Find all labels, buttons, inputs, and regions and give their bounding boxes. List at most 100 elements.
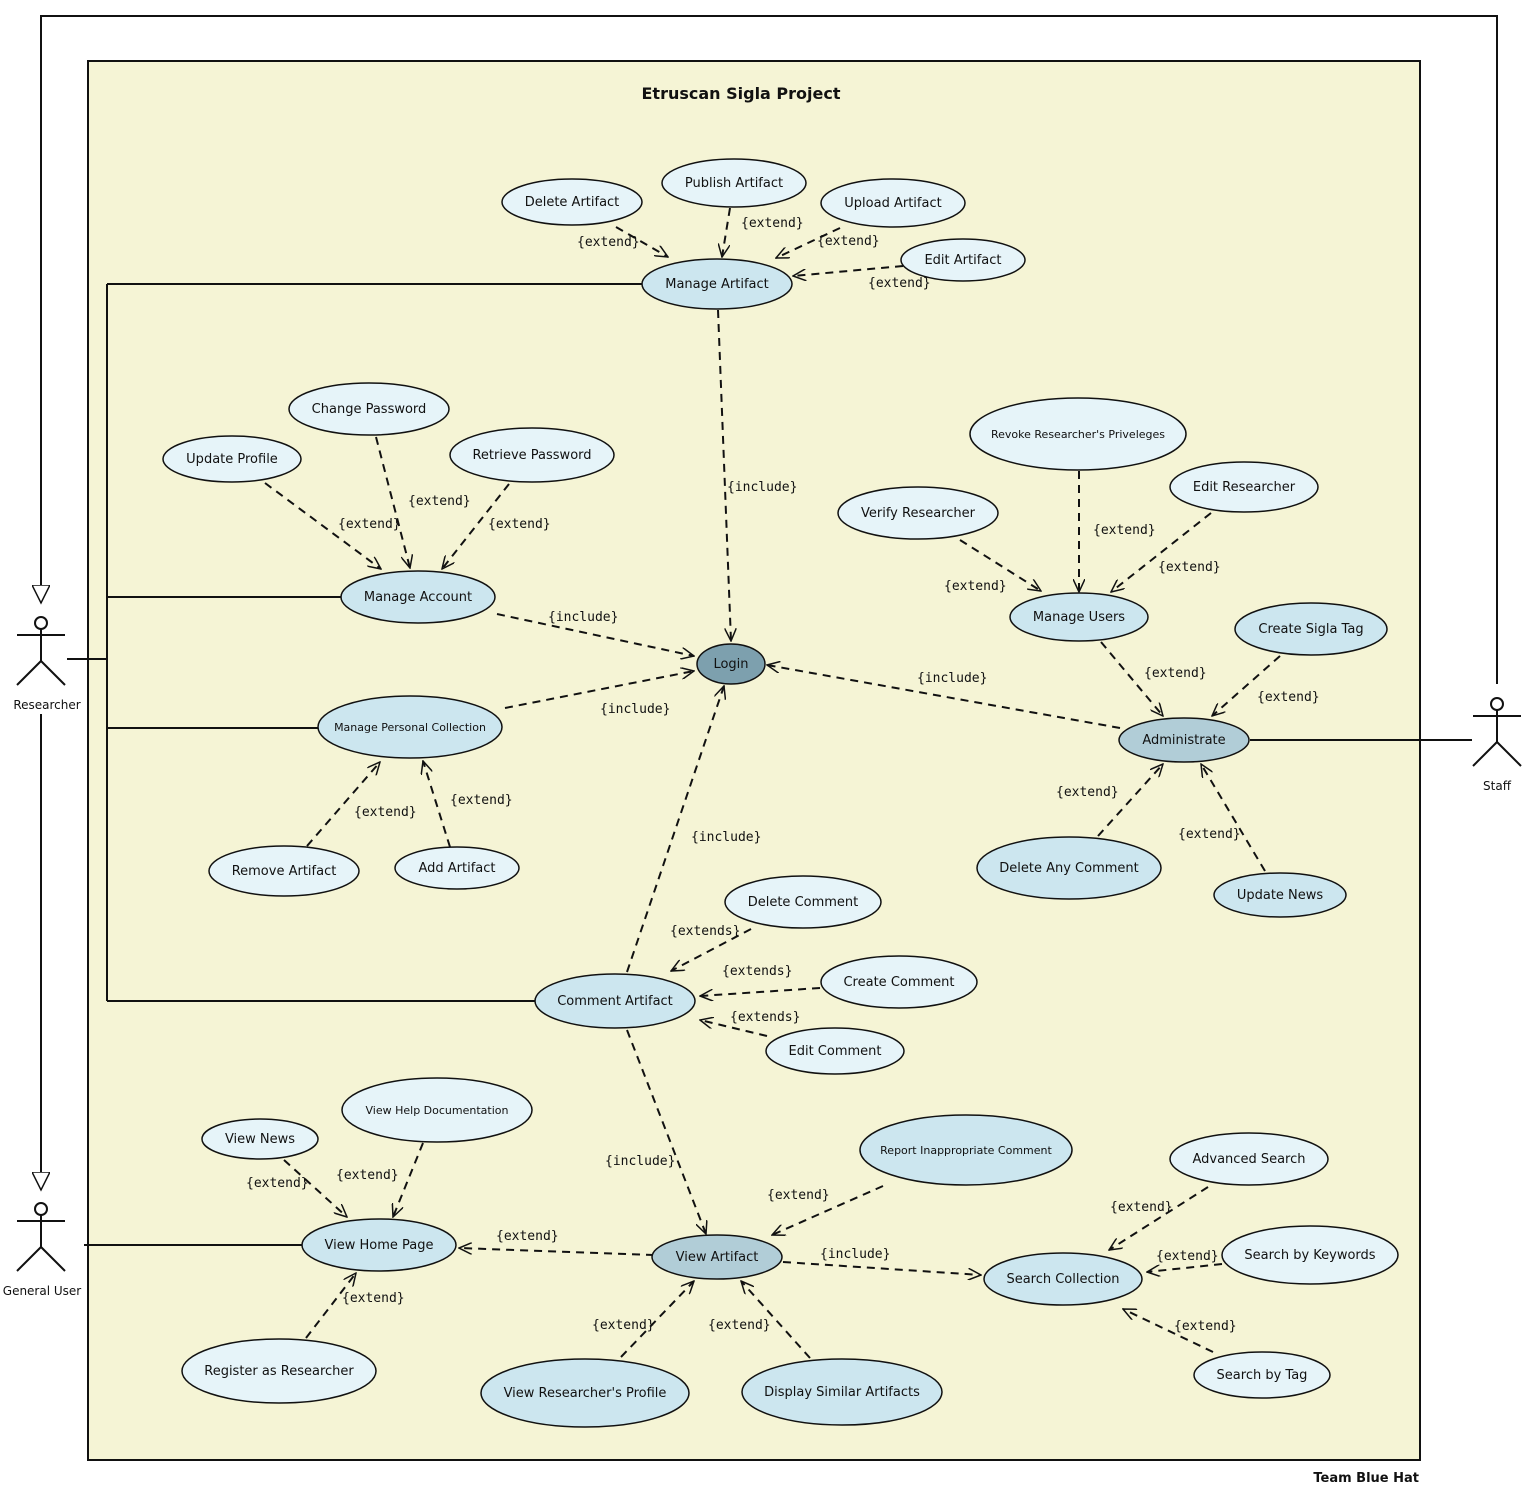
label-extend: {extend} — [577, 235, 640, 250]
actor-general-user-label: General User — [3, 1284, 82, 1298]
uc-search-collection-label: Search Collection — [1006, 1272, 1119, 1287]
uc-create-comment[interactable]: Create Comment — [820, 955, 978, 1009]
actor-leg-right — [40, 1246, 66, 1272]
uc-create-sigla-tag[interactable]: Create Sigla Tag — [1234, 602, 1388, 656]
actor-leg-left — [1472, 741, 1498, 767]
uc-manage-artifact[interactable]: Manage Artifact — [641, 258, 793, 310]
uc-edit-artifact[interactable]: Edit Artifact — [900, 238, 1026, 282]
uc-delete-artifact[interactable]: Delete Artifact — [501, 178, 643, 226]
dep-advanced-search — [1109, 1186, 1209, 1250]
actor-staff[interactable]: Staff — [1472, 697, 1522, 793]
uc-login-label: Login — [713, 657, 748, 672]
label-extends: {extends} — [722, 964, 792, 979]
uc-upload-artifact-label: Upload Artifact — [844, 196, 941, 211]
uc-search-keywords[interactable]: Search by Keywords — [1221, 1225, 1399, 1285]
uc-edit-comment-label: Edit Comment — [789, 1044, 882, 1059]
dep-view-news — [283, 1159, 347, 1217]
actor-staff-label: Staff — [1483, 779, 1512, 793]
uc-add-artifact[interactable]: Add Artifact — [394, 846, 520, 890]
uc-comment-artifact[interactable]: Comment Artifact — [534, 973, 696, 1029]
uc-view-news[interactable]: View News — [201, 1118, 319, 1160]
dep-administrate-login — [767, 665, 1121, 729]
uc-edit-researcher[interactable]: Edit Researcher — [1169, 461, 1319, 513]
uc-manage-account-label: Manage Account — [364, 590, 472, 605]
label-extend: {extend} — [767, 1188, 830, 1203]
uc-manage-account[interactable]: Manage Account — [340, 570, 496, 624]
uc-create-comment-label: Create Comment — [843, 975, 954, 990]
dep-delete-comment — [671, 928, 752, 972]
dep-update-news — [1201, 764, 1266, 872]
uc-change-password-label: Change Password — [312, 402, 427, 417]
dep-upload-artifact — [776, 227, 841, 259]
label-extend: {extend} — [708, 1318, 771, 1333]
dep-retrieve-password — [442, 483, 510, 569]
uc-revoke-privileges[interactable]: Revoke Researcher's Priveleges — [969, 397, 1187, 471]
actor-leg-right — [40, 660, 66, 686]
uc-view-help[interactable]: View Help Documentation — [341, 1077, 533, 1143]
label-extend: {extend} — [592, 1318, 655, 1333]
uc-view-artifact-label: View Artifact — [676, 1250, 759, 1265]
footer-team: Team Blue Hat — [1313, 1471, 1419, 1485]
uc-update-profile[interactable]: Update Profile — [162, 435, 302, 483]
dep-view-artifact-search — [782, 1261, 981, 1275]
label-extends: {extends} — [670, 924, 740, 939]
label-extend: {extend} — [944, 579, 1007, 594]
uc-manage-users[interactable]: Manage Users — [1009, 592, 1149, 642]
uc-search-collection[interactable]: Search Collection — [983, 1252, 1143, 1306]
uc-register-researcher-label: Register as Researcher — [204, 1364, 354, 1379]
uc-update-news[interactable]: Update News — [1213, 872, 1347, 918]
label-extend: {extend} — [354, 805, 417, 820]
dep-create-comment — [700, 987, 821, 996]
label-extend: {extend} — [408, 494, 471, 509]
uc-upload-artifact[interactable]: Upload Artifact — [820, 178, 966, 228]
dep-manage-users-admin — [1100, 641, 1163, 716]
label-extend: {extend} — [246, 1176, 309, 1191]
dep-edit-researcher — [1111, 512, 1212, 592]
label-extend: {extend} — [450, 793, 513, 808]
dep-report-comment — [772, 1185, 884, 1235]
uc-view-researcher-profile-label: View Researcher's Profile — [504, 1386, 667, 1401]
uc-retrieve-password[interactable]: Retrieve Password — [449, 427, 615, 483]
uc-delete-any-comment[interactable]: Delete Any Comment — [976, 836, 1162, 900]
uc-search-tag[interactable]: Search by Tag — [1193, 1351, 1331, 1399]
uc-view-artifact[interactable]: View Artifact — [651, 1234, 783, 1280]
actor-leg-right — [1496, 741, 1522, 767]
uc-edit-researcher-label: Edit Researcher — [1193, 480, 1296, 495]
uc-edit-comment[interactable]: Edit Comment — [765, 1027, 905, 1075]
uc-register-researcher[interactable]: Register as Researcher — [181, 1338, 377, 1404]
uc-login[interactable]: Login — [696, 643, 766, 685]
actor-head — [1490, 697, 1504, 711]
uc-update-profile-label: Update Profile — [186, 452, 278, 467]
uc-manage-personal-collection[interactable]: Manage Personal Collection — [317, 695, 503, 759]
uc-view-news-label: View News — [225, 1132, 295, 1147]
uc-delete-comment-label: Delete Comment — [748, 895, 859, 910]
uc-delete-comment[interactable]: Delete Comment — [724, 875, 882, 929]
uc-retrieve-password-label: Retrieve Password — [472, 448, 591, 463]
uc-verify-researcher[interactable]: Verify Researcher — [837, 486, 999, 540]
uc-view-researcher-profile[interactable]: View Researcher's Profile — [480, 1358, 690, 1428]
dep-search-tag — [1123, 1308, 1214, 1353]
uc-advanced-search[interactable]: Advanced Search — [1169, 1132, 1329, 1186]
uc-report-comment[interactable]: Report Inappropriate Comment — [859, 1114, 1073, 1186]
uc-administrate[interactable]: Administrate — [1118, 717, 1250, 763]
uc-view-home-page[interactable]: View Home Page — [301, 1218, 457, 1272]
uc-publish-artifact[interactable]: Publish Artifact — [661, 158, 807, 208]
uc-publish-artifact-label: Publish Artifact — [685, 176, 783, 191]
uc-view-help-label: View Help Documentation — [366, 1104, 509, 1117]
relation-labels: {extend} {extend} {extend} {extend} {inc… — [246, 216, 1320, 1334]
actor-researcher[interactable]: Researcher — [13, 616, 81, 712]
uc-report-comment-label: Report Inappropriate Comment — [880, 1144, 1052, 1157]
actor-general-user[interactable]: General User — [3, 1202, 82, 1298]
uc-change-password[interactable]: Change Password — [288, 382, 450, 436]
label-extend: {extend} — [1178, 827, 1241, 842]
uc-display-similar[interactable]: Display Similar Artifacts — [741, 1358, 943, 1426]
dep-edit-artifact — [793, 265, 904, 276]
uc-administrate-label: Administrate — [1142, 733, 1225, 748]
generalization-staff-researcher — [41, 15, 1498, 684]
uc-remove-artifact[interactable]: Remove Artifact — [208, 845, 360, 897]
label-extend: {extend} — [1174, 1319, 1237, 1334]
label-include: {include} — [600, 702, 670, 717]
label-extend: {extend} — [1156, 1249, 1219, 1264]
uc-comment-artifact-label: Comment Artifact — [557, 994, 673, 1009]
